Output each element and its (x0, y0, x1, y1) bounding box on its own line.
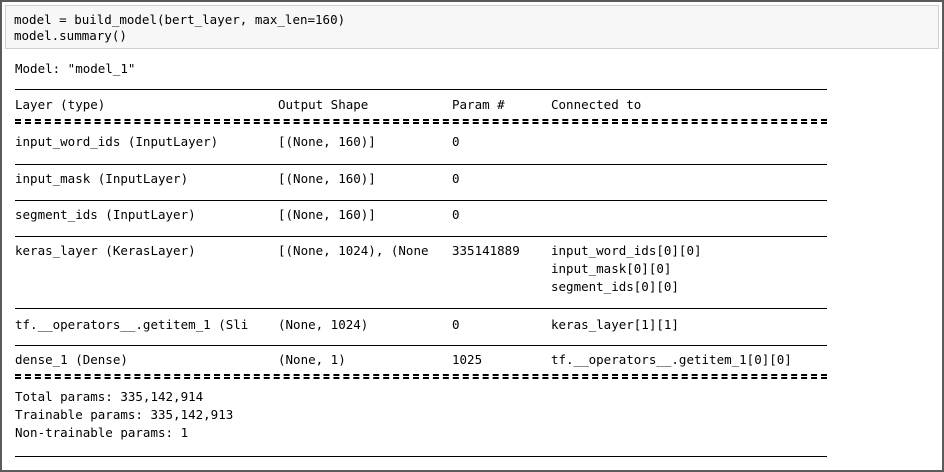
table-row-shape: (None, 1) (278, 352, 346, 367)
table-row-layer: keras_layer (KerasLayer) (15, 243, 196, 258)
table-row-layer: input_mask (InputLayer) (15, 171, 189, 186)
code-line-build-model: model = build_model(bert_layer, max_len=… (14, 12, 346, 27)
code-line-summary: model.summary() (14, 28, 127, 43)
table-row-connected: keras_layer[1][1] (551, 317, 679, 332)
table-row-layer: input_word_ids (InputLayer) (15, 134, 219, 149)
non-trainable-params: Non-trainable params: 1 (15, 425, 189, 440)
table-row-param: 1025 (452, 352, 483, 367)
table-row-param: 0 (452, 171, 460, 186)
trainable-params: Trainable params: 335,142,913 (15, 407, 234, 422)
model-name-line: Model: "model_1" (15, 61, 136, 76)
table-row-shape: (None, 1024) (278, 317, 369, 332)
header-layer: Layer (type) (15, 97, 106, 112)
cell-output: Model: "model_1" Layer (type) Output Sha… (5, 50, 939, 470)
table-row-shape: [(None, 160)] (278, 171, 376, 186)
row-rule (15, 308, 827, 309)
table-row-connected: tf.__operators__.getitem_1[0][0] (551, 352, 792, 367)
table-row-layer: tf.__operators__.getitem_1 (Sli (15, 317, 249, 332)
row-rule (15, 236, 827, 237)
table-row-connected: input_mask[0][0] (551, 261, 672, 276)
top-rule (15, 89, 827, 90)
header-connected: Connected to (551, 97, 642, 112)
header-param: Param # (452, 97, 505, 112)
table-row-shape: [(None, 160)] (278, 207, 376, 222)
header-output-shape: Output Shape (278, 97, 369, 112)
table-row-shape: [(None, 1024), (None (278, 243, 429, 258)
code-input-cell[interactable]: model = build_model(bert_layer, max_len=… (5, 5, 939, 49)
bottom-rule (15, 456, 827, 457)
total-params: Total params: 335,142,914 (15, 389, 204, 404)
row-rule (15, 200, 827, 201)
table-row-layer: segment_ids (InputLayer) (15, 207, 196, 222)
row-rule (15, 164, 827, 165)
table-row-connected: segment_ids[0][0] (551, 279, 679, 294)
table-row-layer: dense_1 (Dense) (15, 352, 128, 367)
footer-double-rule (15, 374, 827, 379)
table-row-connected: input_word_ids[0][0] (551, 243, 702, 258)
table-row-param: 0 (452, 207, 460, 222)
row-rule (15, 345, 827, 346)
table-row-shape: [(None, 160)] (278, 134, 376, 149)
table-row-param: 0 (452, 317, 460, 332)
header-double-rule (15, 119, 827, 124)
table-row-param: 335141889 (452, 243, 520, 258)
table-row-param: 0 (452, 134, 460, 149)
